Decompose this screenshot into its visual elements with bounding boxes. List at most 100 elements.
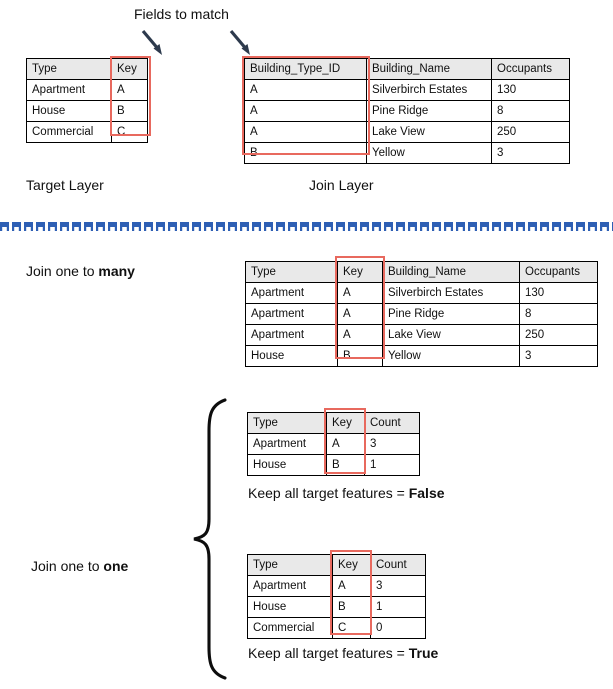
join-layer-table: Building_Type_ID Building_Name Occupants… — [244, 58, 570, 164]
cell-count: 3 — [364, 433, 420, 455]
one-to-one-brace-icon — [185, 397, 233, 681]
join-one-to-many-prefix: Join one to — [26, 263, 99, 279]
column-header-type: Type — [26, 58, 112, 80]
arrow-to-join-key-icon — [228, 28, 258, 58]
table-row: Apartment A 3 — [247, 433, 420, 455]
cell-occupants: 8 — [519, 303, 598, 325]
one-to-many-table: Type Key Building_Name Occupants Apartme… — [245, 261, 598, 367]
cell-key: A — [337, 324, 383, 346]
cell-occupants: 3 — [491, 142, 570, 164]
cell-key: B — [326, 454, 365, 476]
cell-building-name: Pine Ridge — [366, 100, 492, 122]
cell-building-name: Lake View — [382, 324, 520, 346]
column-header-key: Key — [332, 554, 371, 576]
cell-key: B — [332, 596, 371, 618]
cell-building-name: Lake View — [366, 121, 492, 143]
cell-occupants: 250 — [519, 324, 598, 346]
cell-key: A — [332, 575, 371, 597]
cell-key: A — [326, 433, 365, 455]
cell-key: A — [111, 79, 148, 101]
cell-occupants: 250 — [491, 121, 570, 143]
cell-type: House — [247, 596, 333, 618]
table-row: Commercial C — [26, 121, 148, 143]
one-to-one-true-table-wrapper: Type Key Count Apartment A 3 House B 1 C… — [247, 550, 426, 639]
keep-all-value-true: True — [408, 645, 439, 661]
table-row: A Pine Ridge 8 — [244, 100, 570, 122]
cell-building-type-id: B — [244, 142, 367, 164]
cell-type: Apartment — [247, 433, 327, 455]
table-row: A Lake View 250 — [244, 121, 570, 143]
cell-type: Commercial — [26, 121, 112, 143]
cell-building-type-id: A — [244, 100, 367, 122]
table-header-row: Building_Type_ID Building_Name Occupants — [244, 58, 570, 80]
join-one-to-one-strong: one — [103, 558, 129, 574]
join-one-to-many-label: Join one to many — [26, 263, 135, 280]
target-layer-table-wrapper: Type Key Apartment A House B Commercial … — [26, 56, 151, 143]
cell-key: B — [337, 345, 383, 367]
cell-building-name: Silverbirch Estates — [382, 282, 520, 304]
column-header-key: Key — [326, 412, 365, 434]
target-layer-table: Type Key Apartment A House B Commercial … — [26, 58, 148, 143]
cell-building-type-id: A — [244, 121, 367, 143]
arrow-to-target-key-icon — [140, 28, 170, 58]
table-row: A Silverbirch Estates 130 — [244, 79, 570, 101]
cell-key: C — [332, 617, 371, 639]
cell-key: B — [111, 100, 148, 122]
target-layer-caption: Target Layer — [26, 177, 104, 193]
cell-type: House — [26, 100, 112, 122]
table-row: House B 1 — [247, 596, 426, 618]
cell-type: Apartment — [245, 303, 338, 325]
cell-type: Apartment — [247, 575, 333, 597]
table-header-row: Type Key — [26, 58, 148, 80]
cell-building-name: Yellow — [382, 345, 520, 367]
cell-type: House — [247, 454, 327, 476]
table-row: B Yellow 3 — [244, 142, 570, 164]
column-header-occupants: Occupants — [519, 261, 598, 283]
cell-type: Apartment — [26, 79, 112, 101]
table-header-row: Type Key Count — [247, 412, 420, 434]
column-header-building-name: Building_Name — [366, 58, 492, 80]
column-header-building-type-id: Building_Type_ID — [244, 58, 367, 80]
keep-all-true-label: Keep all target features = True — [248, 645, 438, 662]
cell-count: 1 — [370, 596, 426, 618]
table-header-row: Type Key Count — [247, 554, 426, 576]
table-row: House B — [26, 100, 148, 122]
column-header-type: Type — [247, 412, 327, 434]
cell-count: 3 — [370, 575, 426, 597]
one-to-one-true-table: Type Key Count Apartment A 3 House B 1 C… — [247, 554, 426, 639]
cell-building-name: Pine Ridge — [382, 303, 520, 325]
section-divider — [0, 220, 613, 234]
column-header-building-name: Building_Name — [382, 261, 520, 283]
cell-occupants: 130 — [519, 282, 598, 304]
cell-type: Apartment — [245, 282, 338, 304]
table-row: Apartment A Lake View 250 — [245, 324, 598, 346]
table-row: Apartment A — [26, 79, 148, 101]
cell-count: 0 — [370, 617, 426, 639]
keep-all-prefix: Keep all target features = — [248, 645, 409, 661]
table-header-row: Type Key Building_Name Occupants — [245, 261, 598, 283]
cell-key: A — [337, 303, 383, 325]
cell-count: 1 — [364, 454, 420, 476]
join-layer-caption: Join Layer — [309, 177, 374, 193]
table-row: House B Yellow 3 — [245, 345, 598, 367]
table-row: Apartment A Pine Ridge 8 — [245, 303, 598, 325]
fields-to-match-label: Fields to match — [134, 6, 229, 22]
column-header-count: Count — [370, 554, 426, 576]
cell-building-name: Silverbirch Estates — [366, 79, 492, 101]
column-header-occupants: Occupants — [491, 58, 570, 80]
column-header-type: Type — [247, 554, 333, 576]
cell-type: Commercial — [247, 617, 333, 639]
cell-key: C — [111, 121, 148, 143]
column-header-key: Key — [111, 58, 148, 80]
column-header-type: Type — [245, 261, 338, 283]
one-to-one-false-table-wrapper: Type Key Count Apartment A 3 House B 1 — [247, 408, 420, 476]
table-row: Apartment A 3 — [247, 575, 426, 597]
cell-occupants: 8 — [491, 100, 570, 122]
cell-occupants: 130 — [491, 79, 570, 101]
join-one-to-one-label: Join one to one — [31, 558, 128, 575]
table-row: House B 1 — [247, 454, 420, 476]
column-header-count: Count — [364, 412, 420, 434]
cell-occupants: 3 — [519, 345, 598, 367]
column-header-key: Key — [337, 261, 383, 283]
keep-all-false-label: Keep all target features = False — [248, 485, 445, 502]
